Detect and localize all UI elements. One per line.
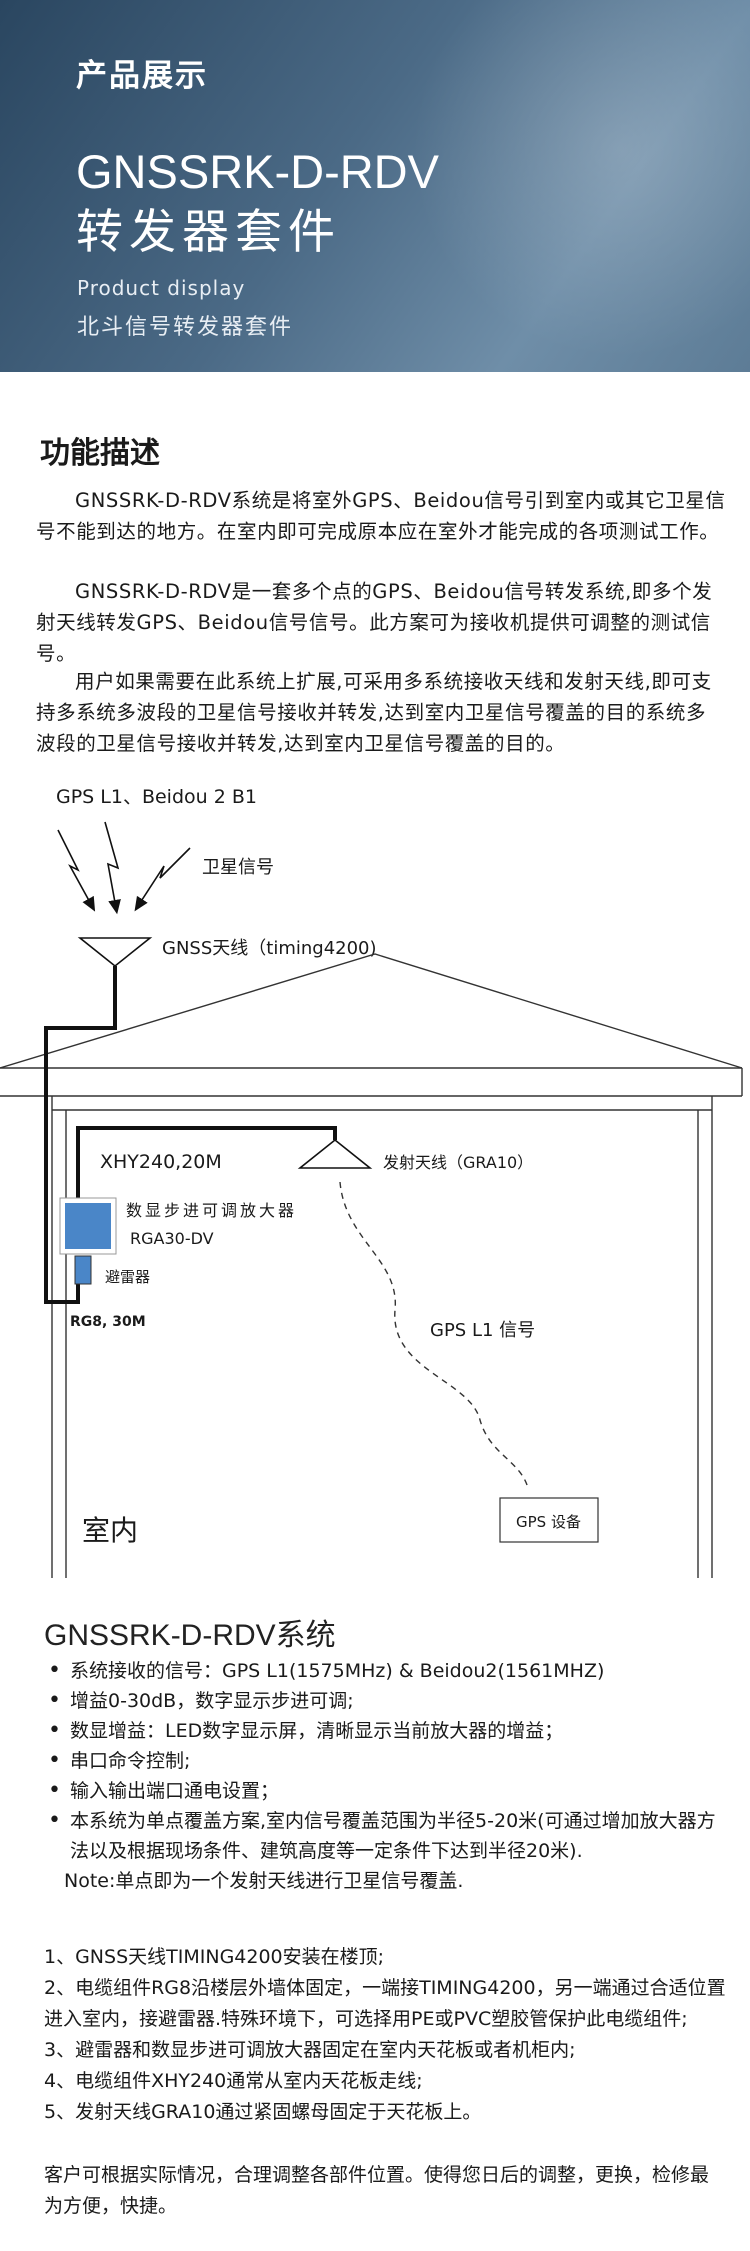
satellite-signal-label: 卫星信号 [202,857,274,878]
install-steps: 1、GNSS天线TIMING4200安装在楼顶; 2、电缆组件RG8沿楼层外墙体… [44,1942,734,2128]
signal-path [339,1181,529,1489]
features-paragraph-2: GNSSRK-D-RDV是一套多个点的GPS、Beidou信号转发系统,即多个发… [36,580,713,665]
hero-subtitle-en: Product display [77,276,246,300]
amplifier-icon [65,1203,111,1249]
hero-label: 产品展示 [76,58,208,94]
amplifier-model: RGA30-DV [130,1229,214,1248]
satellite-signal-icon [57,821,191,915]
gps-device-label: GPS 设备 [516,1513,581,1531]
list-item: 增益0-30dB，数字显示步进可调; [48,1686,728,1716]
list-item: 输入输出端口通电设置； [48,1776,728,1806]
product-title-line2: 转发器套件 [76,205,341,258]
features-paragraph-1: GNSSRK-D-RDV系统是将室外GPS、Beidou信号引到室内或其它卫星信… [36,489,726,543]
gps-l1-signal-label: GPS L1 信号 [430,1320,535,1341]
tx-antenna-label: 发射天线（GRA10） [383,1153,533,1172]
cable1-label: XHY240,20M [100,1151,222,1173]
list-item: 数显增益：LED数字显示屏，清晰显示当前放大器的增益； [48,1716,728,1746]
tx-antenna-icon [297,1138,373,1169]
house-outline [0,953,743,1578]
gps-device-icon [499,1497,599,1543]
amplifier-label: 数显步进可调放大器 [126,1201,297,1220]
features-paragraph-3: 用户如果需要在此系统上扩展,可采用多系统接收天线和发射天线,即可支持多系统多波段… [36,670,712,755]
signal-bands-label: GPS L1、Beidou 2 B1 [56,786,257,808]
arrester-label: 避雷器 [105,1268,150,1286]
rg8-cable [44,966,117,1304]
hero-banner: 产品展示 GNSSRK-D-RDV 转发器套件 Product display … [0,0,750,372]
installation-diagram: GPS L1、Beidou 2 B1 卫星信号 GNSS天线（timing420… [0,786,743,1578]
system-note: Note:单点即为一个发射天线进行卫星信号覆盖. [64,1870,464,1892]
list-item: 串口命令控制; [48,1746,728,1776]
gnss-antenna-label: GNSS天线（timing4200) [162,938,377,959]
list-item: 3、避雷器和数显步进可调放大器固定在室内天花板或者机柜内; [44,2039,576,2061]
system-title: GNSSRK-D-RDV系统 [44,1619,336,1652]
list-item: 4、电缆组件XHY240通常从室内天花板走线; [44,2070,423,2092]
closing-note: 客户可根据实际情况，合理调整各部件位置。使得您日后的调整，更换，检修最为方便，快… [44,2164,710,2217]
list-item: 2、电缆组件RG8沿楼层外墙体固定，一端接TIMING4200，另一端通过合适位… [44,1977,726,2030]
list-item: 系统接收的信号：GPS L1(1575MHz) & Beidou2(1561MH… [48,1656,728,1686]
list-item: 5、发射天线GRA10通过紧固螺母固定于天花板上。 [44,2101,482,2123]
cable2-label: RG8, 30M [70,1314,146,1330]
list-item: 1、GNSS天线TIMING4200安装在楼顶; [44,1946,385,1968]
xhy240-cable [76,1126,337,1200]
arrester-icon [74,1255,92,1285]
product-title-line1: GNSSRK-D-RDV [76,145,439,198]
list-item: 本系统为单点覆盖方案,室内信号覆盖范围为半径5-20米(可通过增加放大器方法以及… [48,1806,728,1866]
product-title: GNSSRK-D-RDV 转发器套件 [76,142,439,262]
features-title: 功能描述 [40,436,160,471]
indoor-label: 室内 [82,1514,138,1547]
gnss-antenna-icon [77,937,153,968]
hero-subtitle-cn: 北斗信号转发器套件 [77,315,294,340]
system-feature-list: 系统接收的信号：GPS L1(1575MHz) & Beidou2(1561MH… [48,1656,728,1866]
